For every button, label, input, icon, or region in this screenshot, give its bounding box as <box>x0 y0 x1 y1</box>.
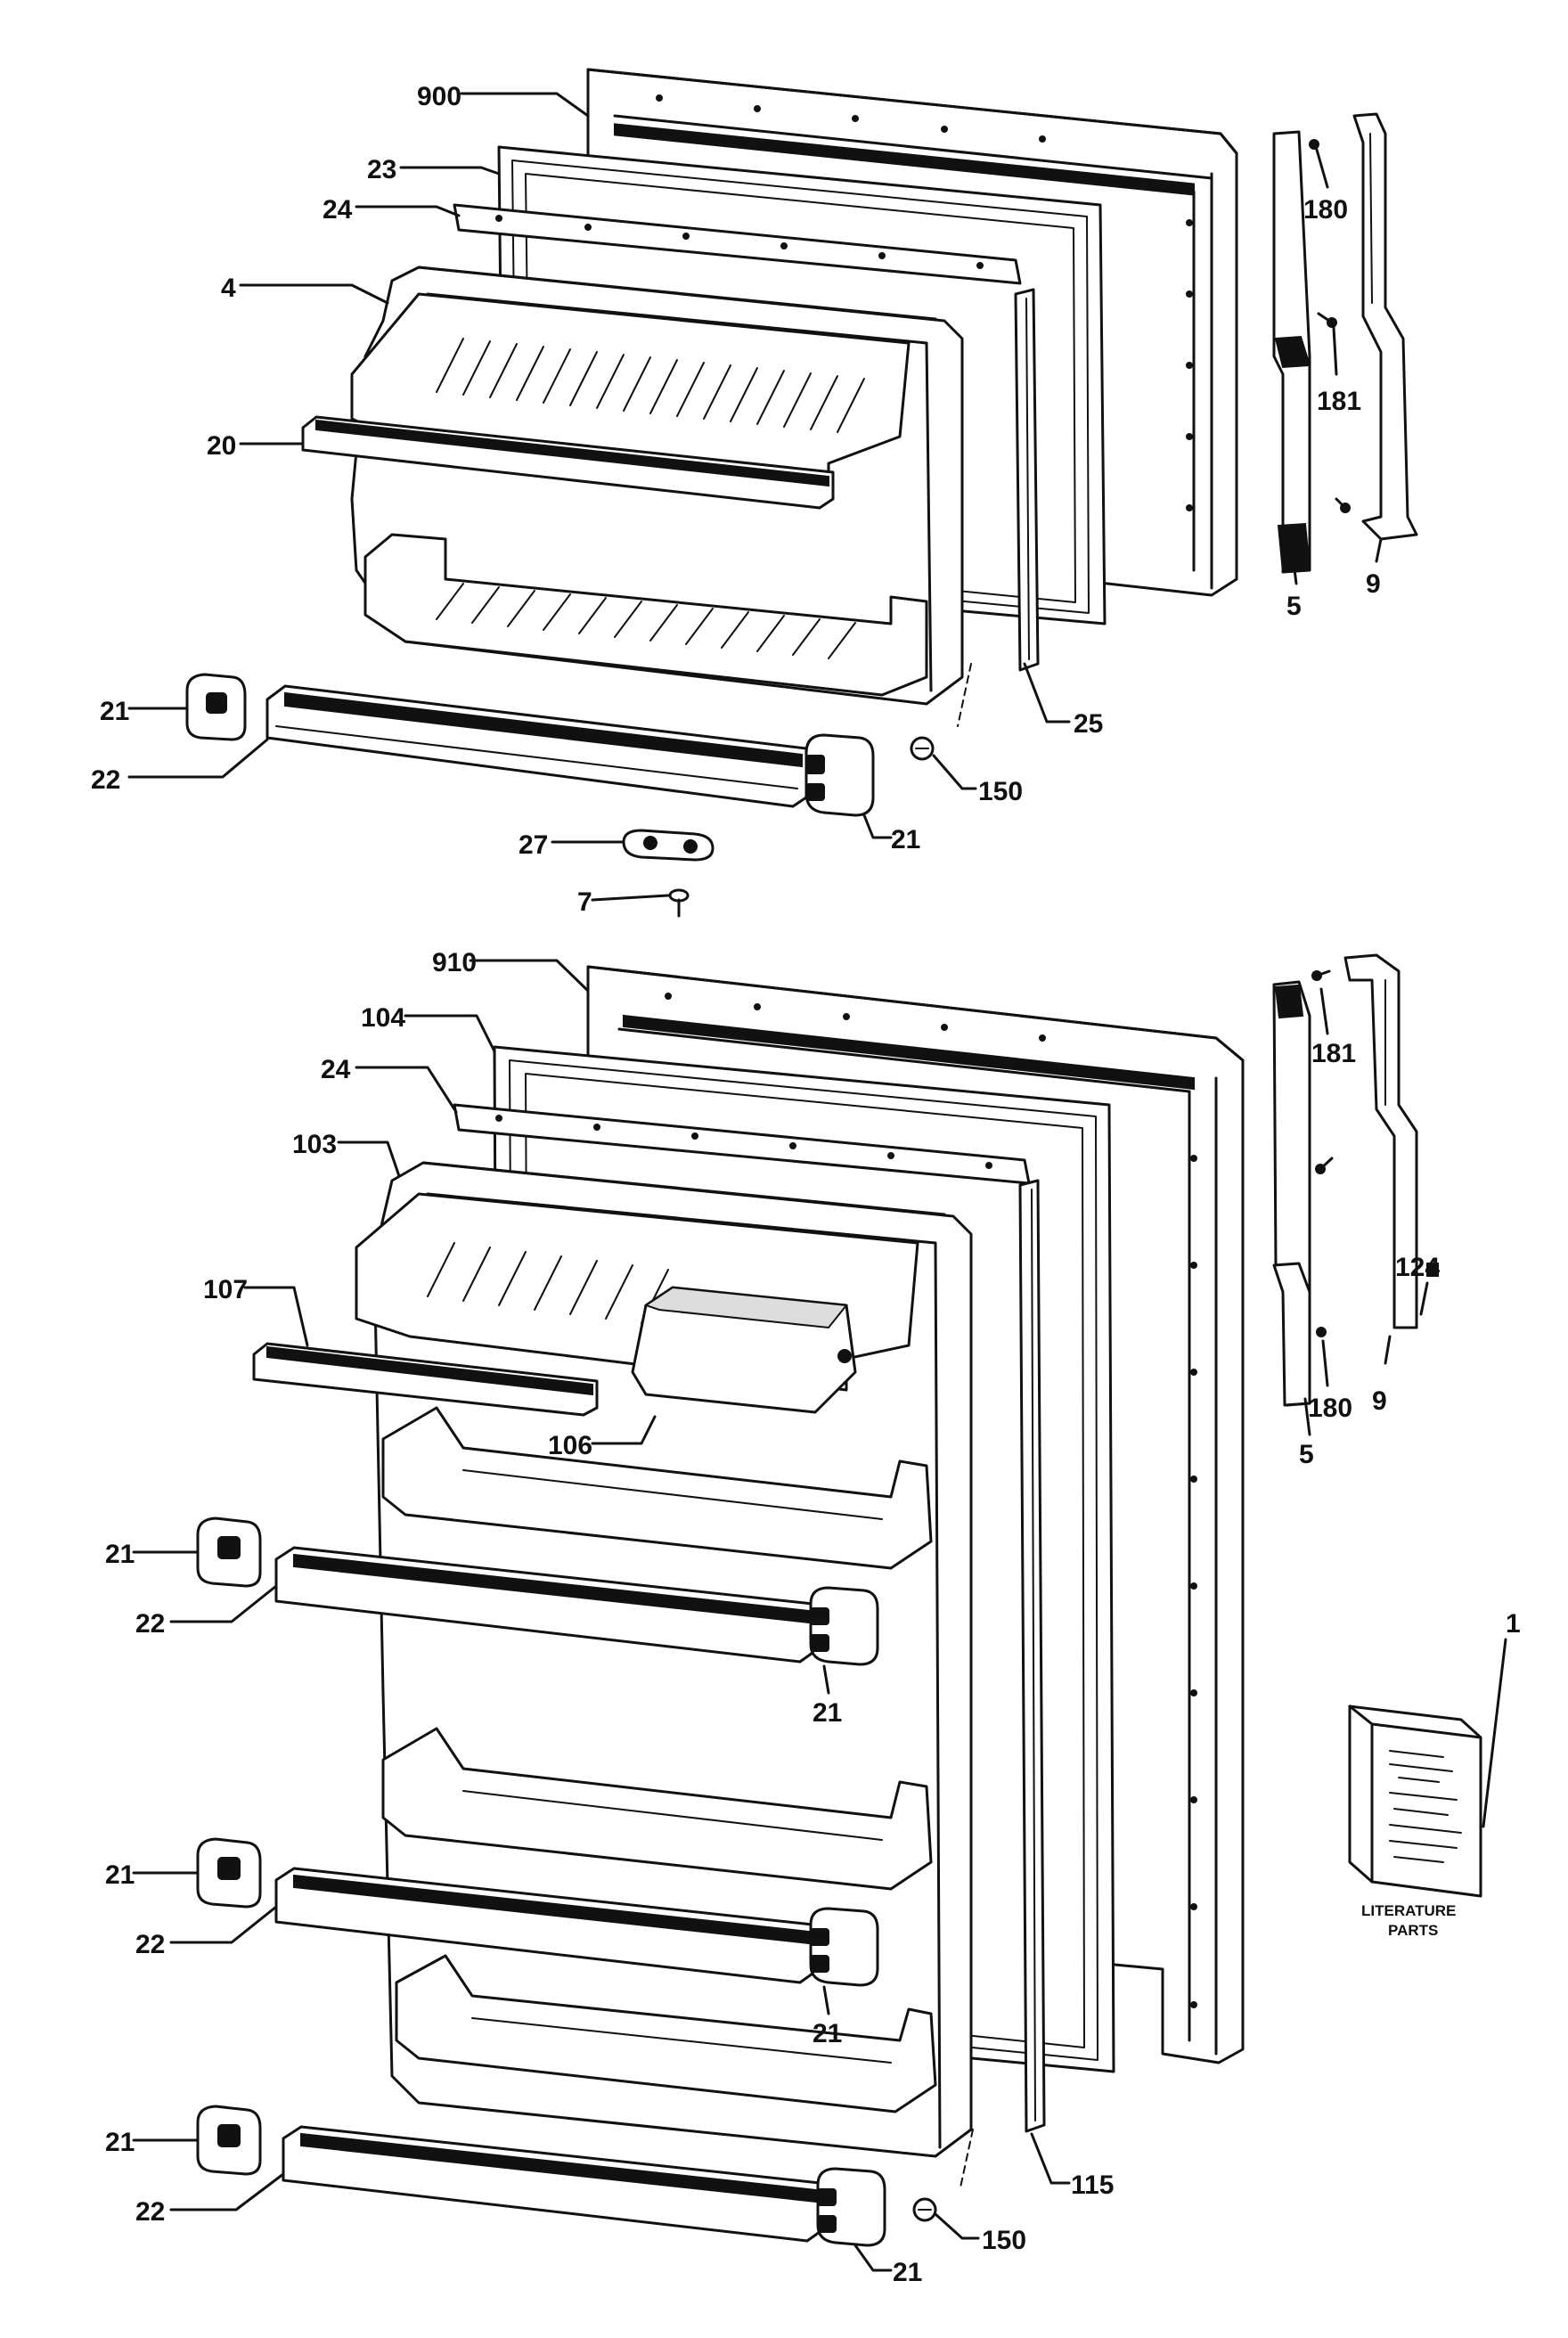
fresh-food-door-assembly <box>196 953 1482 2247</box>
label-22: 22 <box>91 765 120 795</box>
literature-label-line1: LITERATURE <box>1361 1902 1456 1919</box>
label-21: 21 <box>105 2128 135 2157</box>
shelf-bar-set-2 <box>196 1837 879 1987</box>
dairy-compartment-door <box>631 1286 857 1414</box>
label-23: 23 <box>367 155 396 184</box>
label-115: 115 <box>1071 2170 1114 2200</box>
fresh-food-hinge-arm <box>1343 953 1418 1329</box>
freezer-breaker-strip <box>453 203 1022 285</box>
label-180: 180 <box>1308 1394 1352 1423</box>
fresh-food-hinge-screws <box>1311 969 1334 1337</box>
label-24: 24 <box>323 195 353 225</box>
fresh-food-side-strip <box>1018 1179 1046 2133</box>
label-1: 1 <box>1506 1609 1521 1639</box>
freezer-hinge-bracket <box>1272 130 1311 574</box>
label-4: 4 <box>221 274 236 303</box>
shelf-bar-set-3 <box>196 2105 886 2247</box>
freezer-hinge-arm <box>1352 112 1418 541</box>
door-bin-1 <box>381 1406 933 1570</box>
bar-retainer-right <box>804 733 875 817</box>
label-21: 21 <box>105 1860 135 1890</box>
door-bin-3 <box>395 1954 937 2113</box>
booklet-text-lines <box>1389 1750 1462 1863</box>
label-22: 22 <box>135 1930 165 1959</box>
label-21: 21 <box>891 825 920 854</box>
label-900: 900 <box>417 82 461 111</box>
label-22: 22 <box>135 2197 165 2227</box>
label-9: 9 <box>1372 1386 1387 1416</box>
freezer-door-assembly <box>185 68 1418 918</box>
literature-label-line2: PARTS <box>1388 1922 1438 1939</box>
hinge-pin-bracket <box>622 829 715 862</box>
label-24: 24 <box>321 1055 351 1084</box>
egg-rack-ribs <box>427 1242 669 1324</box>
freezer-lower-shelf-bar <box>265 684 808 808</box>
label-124: 124 <box>1395 1253 1440 1282</box>
label-180: 180 <box>1303 195 1348 225</box>
door-bin-2 <box>381 1727 933 1891</box>
label-104: 104 <box>361 1003 405 1033</box>
label-21: 21 <box>100 697 129 726</box>
label-181: 181 <box>1317 387 1361 416</box>
lower-rack-ribs <box>436 583 856 659</box>
label-7: 7 <box>577 887 592 917</box>
fresh-food-hinge-bracket <box>1272 980 1311 1407</box>
bar-retainer-left <box>185 673 247 741</box>
label-181: 181 <box>1311 1039 1356 1068</box>
label-150: 150 <box>978 777 1023 806</box>
label-27: 27 <box>519 830 548 860</box>
label-22: 22 <box>135 1609 165 1639</box>
label-21: 21 <box>813 1698 842 1728</box>
shelf-bar-set-1 <box>196 1516 879 1666</box>
freezer-hinge-screws <box>1309 139 1351 513</box>
screw-holes <box>665 993 1197 2008</box>
part-labels: 900 23 24 4 20 21 22 21 25 150 27 7 180 … <box>91 82 1521 2287</box>
label-107: 107 <box>203 1275 248 1304</box>
dairy-shelf-bar <box>252 1342 599 1417</box>
label-103: 103 <box>292 1130 337 1159</box>
label-106: 106 <box>548 1431 592 1460</box>
label-150: 150 <box>982 2226 1026 2255</box>
freezer-hinge-screw <box>910 663 972 761</box>
freezer-side-strip <box>1014 288 1040 672</box>
literature-booklet <box>1348 1704 1482 1898</box>
upper-rack-ribs <box>436 338 865 433</box>
label-5: 5 <box>1286 592 1302 621</box>
label-9: 9 <box>1366 569 1381 599</box>
fresh-food-breaker-strip <box>453 1103 1031 1185</box>
label-21: 21 <box>105 1540 135 1569</box>
label-21: 21 <box>813 2019 842 2048</box>
label-25: 25 <box>1074 709 1103 739</box>
hinge-shim-clip <box>1426 1263 1439 1277</box>
leader-lines <box>127 92 1507 2272</box>
screw-holes <box>656 94 1193 511</box>
freezer-shelf-bar <box>301 415 835 510</box>
label-5: 5 <box>1299 1440 1314 1469</box>
fresh-food-hinge-screw <box>912 2129 974 2222</box>
label-20: 20 <box>207 431 236 461</box>
hinge-screw <box>668 888 690 918</box>
label-21: 21 <box>893 2258 922 2287</box>
label-910: 910 <box>432 948 477 977</box>
